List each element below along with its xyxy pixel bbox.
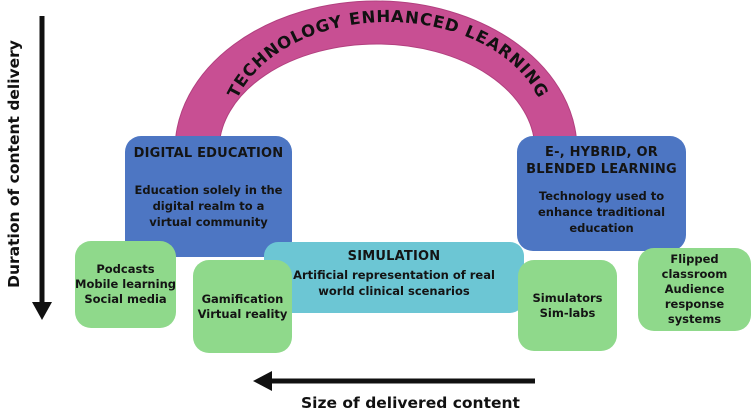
example-gamification: Gamification: [201, 291, 284, 306]
example-flipped-classroom: Flipped classroom: [661, 252, 728, 281]
blended-learning-description: Technology used to enhance traditional e…: [537, 189, 666, 235]
simulation-box: SIMULATION Artificial representation of …: [264, 242, 524, 313]
simulation-right-examples-box: Simulators Sim-labs: [518, 260, 617, 351]
horizontal-axis-label: Size of delivered content: [301, 394, 520, 412]
horizontal-left-arrow: [253, 371, 535, 391]
simulation-title: SIMULATION: [347, 249, 441, 264]
vertical-down-arrow: [32, 16, 52, 320]
blended-examples-box: Flipped classroom Audience response syst…: [638, 248, 751, 331]
example-audience: Audience: [664, 282, 725, 296]
example-sim-labs: Sim-labs: [539, 305, 596, 320]
digital-education-title: DIGITAL EDUCATION: [133, 146, 284, 161]
digital-education-box: DIGITAL EDUCATION Education solely in th…: [125, 136, 292, 257]
example-mobile-learning: Mobile learning: [75, 277, 176, 291]
simulation-left-examples-box: Gamification Virtual reality: [193, 260, 292, 353]
digital-examples-box: Podcasts Mobile learning Social media: [75, 241, 176, 328]
blended-learning-title-line1: E-, HYBRID, OR: [545, 145, 658, 160]
simulation-description: Artificial representation of real world …: [293, 268, 495, 298]
blended-learning-title-line2: BLENDED LEARNING: [526, 162, 677, 177]
example-simulators: Simulators: [532, 290, 603, 305]
example-response-systems: response systems: [664, 297, 725, 326]
example-virtual-reality: Virtual reality: [197, 306, 288, 321]
example-podcasts: Podcasts: [96, 262, 155, 276]
blended-learning-box: E-, HYBRID, OR BLENDED LEARNING Technolo…: [517, 136, 686, 251]
example-social-media: Social media: [84, 292, 167, 306]
vertical-axis-label: Duration of content delivery: [5, 40, 23, 288]
digital-education-description: Education solely in the digital realm to…: [134, 183, 283, 229]
